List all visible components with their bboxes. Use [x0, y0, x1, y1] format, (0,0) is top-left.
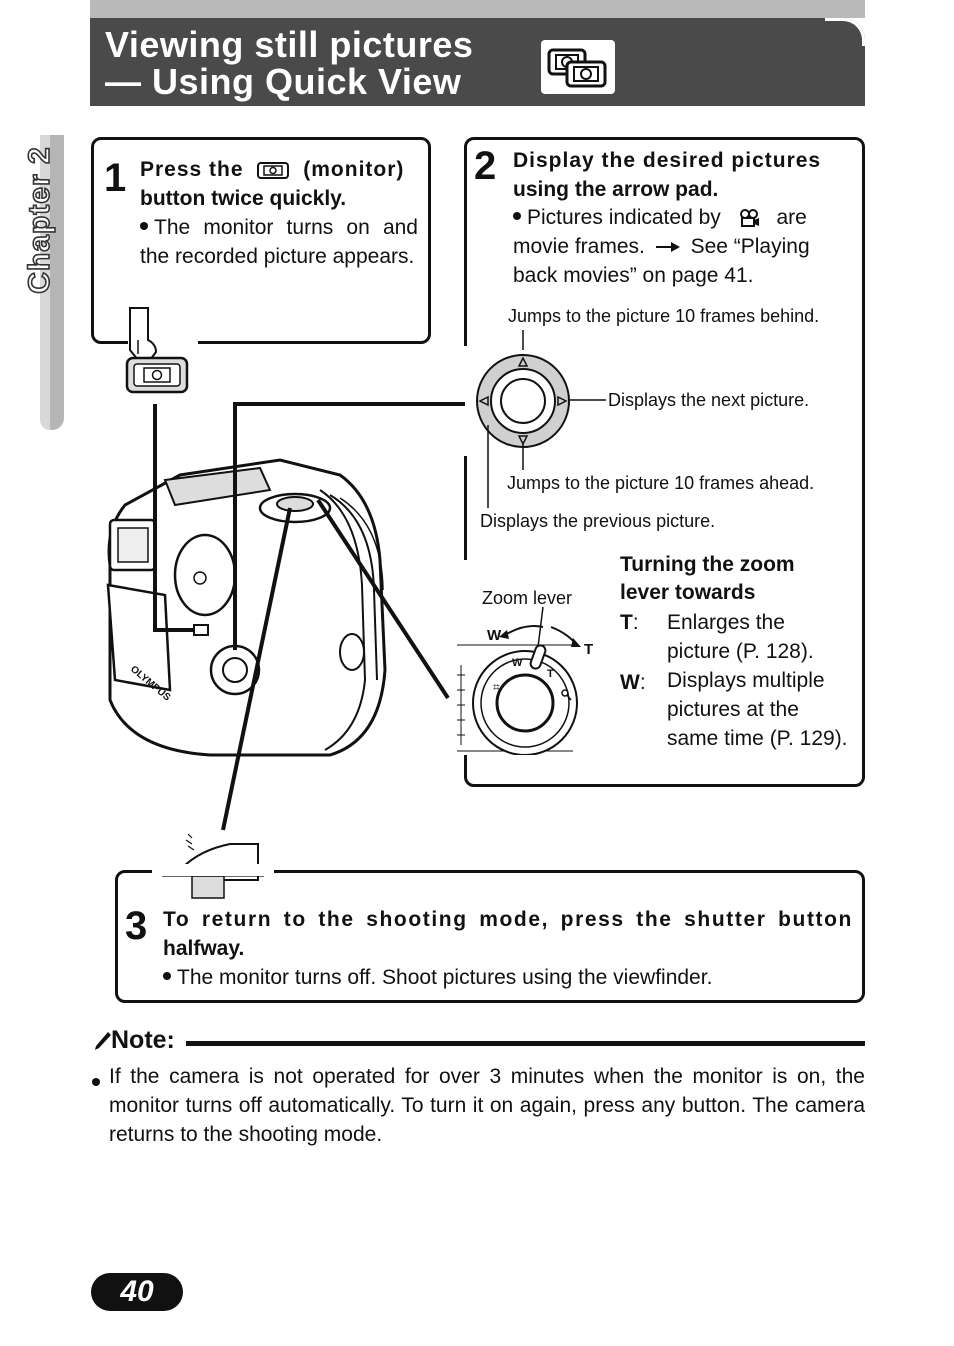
step2-bullet: Pictures indicated by are movie frames. … [513, 206, 810, 287]
zoom-heading-line1: Turning the zoom [620, 553, 795, 576]
monitor-button-icon [257, 162, 290, 180]
step2-box [464, 137, 865, 787]
header-top-strip [90, 0, 865, 18]
page-title-line1: Viewing still pictures [105, 24, 474, 65]
page-title-line2: — Using Quick View [105, 61, 462, 102]
zoom-t-key: T: [620, 611, 639, 634]
arrow-right-icon [655, 242, 680, 253]
step1-number: 1 [104, 156, 127, 200]
step2-instruction-line1: Display the desired pictures [513, 149, 822, 172]
camera-illustration: OLYMPUS [106, 307, 465, 831]
step2-number: 2 [474, 144, 497, 188]
step3-box [115, 870, 865, 1003]
arrow-pad-leader-lines [487, 330, 606, 508]
zoom-heading-line2: lever towards [620, 581, 756, 604]
step1-instruction-line2: button twice quickly. [140, 187, 347, 210]
step1-box [91, 137, 431, 344]
bullet-dot [140, 222, 148, 231]
zoom-w-desc-line2: pictures at the [667, 698, 799, 721]
chapter-tab [40, 135, 64, 430]
quick-view-icon [541, 40, 615, 94]
zoom-lever-diagram: ⌗ [457, 606, 581, 755]
zoom-t-mark: T [584, 641, 594, 658]
movie-icon [739, 209, 759, 228]
arrow-left-label: Displays the previous picture. [480, 511, 716, 531]
note-label: Note: [111, 1026, 175, 1054]
zoom-lever-label: Zoom lever [482, 588, 573, 608]
arrow-right-label: Displays the next picture. [608, 390, 810, 410]
zoom-t-desc-line2: picture (P. 128). [667, 640, 814, 663]
note-divider [186, 1041, 865, 1046]
step3-instruction-line1: To return to the shooting mode, press th… [163, 908, 853, 931]
note-text: If the camera is not operated for over 3… [109, 1065, 865, 1146]
step2-instruction-line2: using the arrow pad. [513, 178, 719, 201]
header-banner [90, 18, 865, 106]
zoom-t-desc-line1: Enlarges the [667, 611, 785, 634]
note-bullet-dot [92, 1077, 100, 1086]
svg-text:⌗: ⌗ [493, 680, 500, 694]
step3-number: 3 [125, 904, 148, 948]
arrow-up-label: Jumps to the picture 10 frames behind. [508, 306, 820, 326]
step1-instruction: Press the (monitor) [140, 158, 405, 181]
arrow-down-label: Jumps to the picture 10 frames ahead. [507, 473, 815, 493]
dial-t-mark: T [547, 668, 554, 680]
zoom-w-mark: W [487, 627, 502, 644]
page-number: 40 [91, 1273, 183, 1311]
step1-bullet: The monitor turns on and the recorded pi… [140, 216, 418, 268]
step3-instruction-line2: halfway. [163, 937, 245, 960]
pencil-icon [95, 1032, 111, 1050]
zoom-w-desc-line3: same time (P. 129). [667, 727, 848, 750]
zoom-w-desc-line1: Displays multiple [667, 669, 825, 692]
chapter-label: Chapter 2 [22, 146, 57, 295]
bullet-dot [163, 972, 171, 981]
bullet-dot [513, 212, 521, 221]
dial-w-mark: W [512, 657, 523, 669]
zoom-w-key: W: [620, 671, 646, 694]
step3-bullet: The monitor turns off. Shoot pictures us… [163, 963, 712, 992]
